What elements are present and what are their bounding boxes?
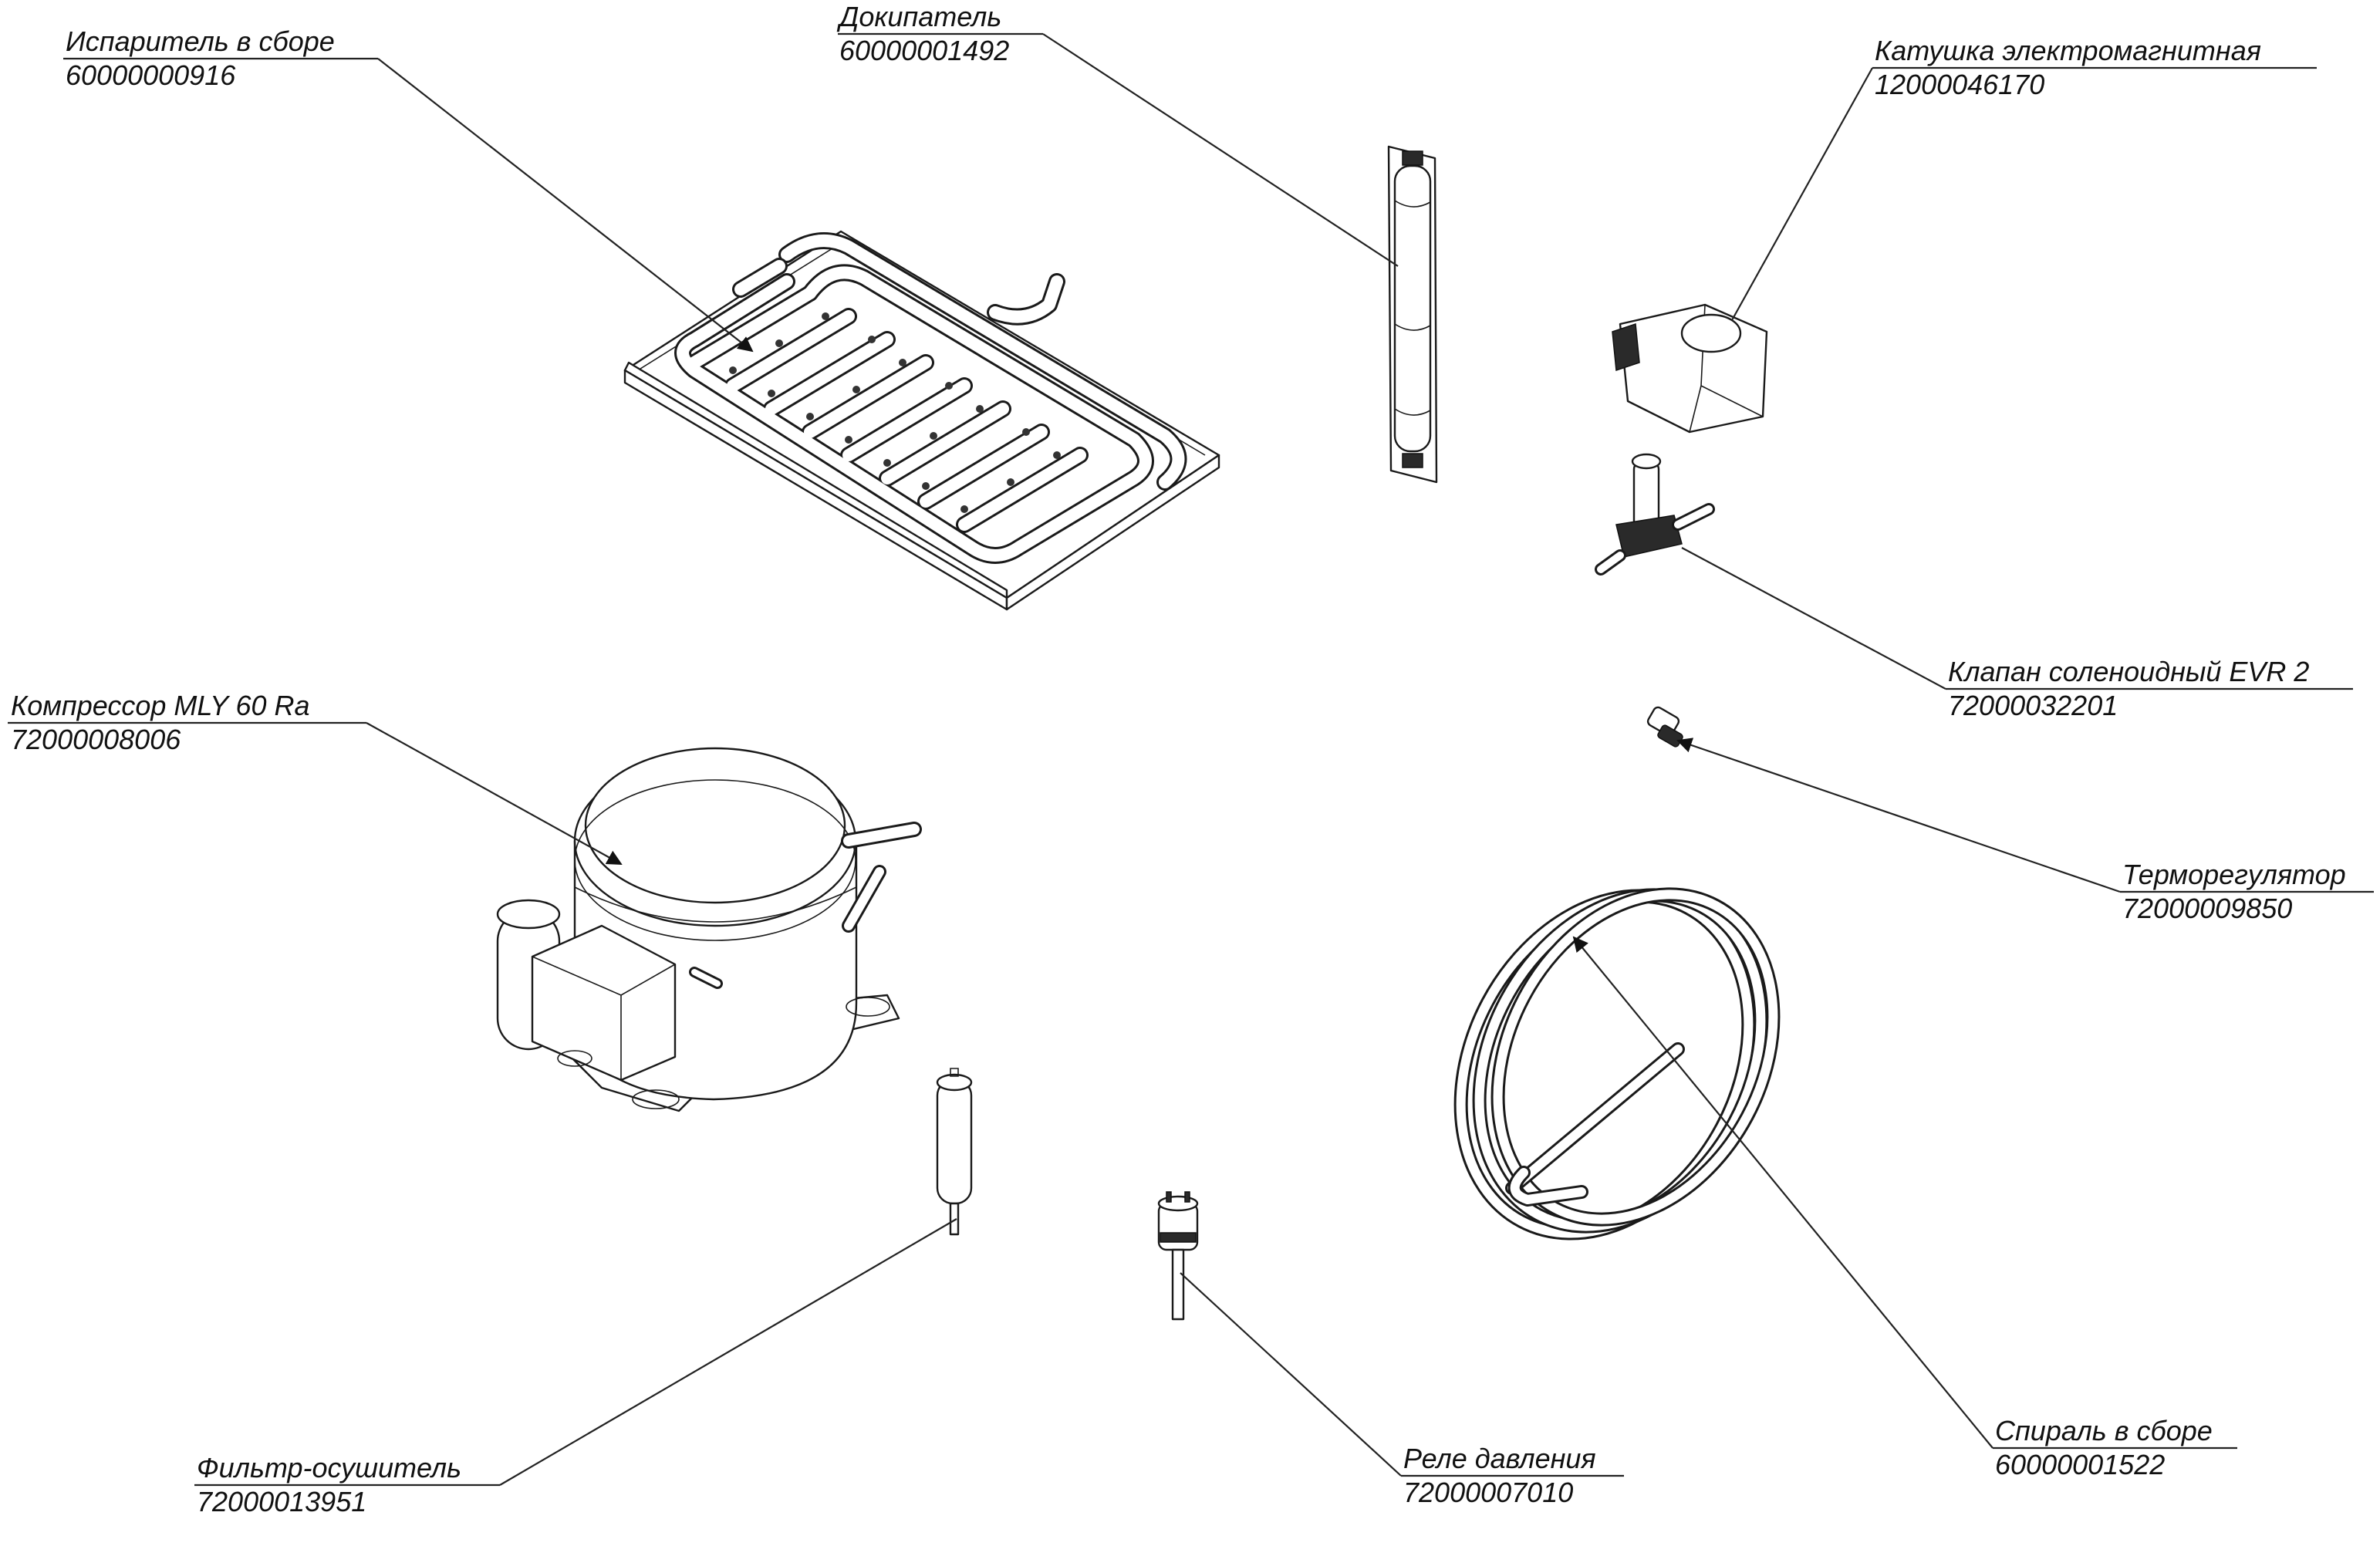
label-filter-dryer: Фильтр-осушитель 72000013951	[197, 1452, 461, 1517]
reboiler-drawing	[1387, 145, 1438, 484]
solenoid-valve-drawing	[1595, 453, 1715, 576]
label-filter-dryer-code: 72000013951	[197, 1486, 366, 1517]
label-evaporator-code: 60000000916	[66, 59, 236, 91]
label-pressure-relay: Реле давления 72000007010	[1403, 1443, 1596, 1508]
label-thermostat-code: 72000009850	[2122, 893, 2292, 924]
label-coil-name: Катушка электромагнитная	[1875, 35, 2261, 66]
label-solenoid-valve-name: Клапан соленоидный EVR 2	[1948, 656, 2309, 687]
label-evaporator-name: Испаритель в сборе	[66, 25, 335, 57]
label-coil: Катушка электромагнитная 12000046170	[1875, 35, 2261, 100]
compressor-drawing	[496, 747, 922, 1112]
label-filter-dryer-name: Фильтр-осушитель	[197, 1452, 461, 1484]
label-thermostat-name: Терморегулятор	[2122, 859, 2346, 890]
label-solenoid-valve-code: 72000032201	[1948, 690, 2118, 721]
label-coil-code: 12000046170	[1875, 69, 2044, 100]
label-compressor: Компрессор MLY 60 Ra 72000008006	[11, 690, 310, 755]
label-reboiler-name: Докипатель	[836, 1, 1001, 32]
coil-drawing	[1612, 303, 1768, 434]
pressure-relay-drawing	[1157, 1191, 1199, 1321]
label-pressure-relay-name: Реле давления	[1403, 1443, 1596, 1474]
label-spiral: Спираль в сборе 60000001522	[1995, 1415, 2213, 1480]
label-compressor-name: Компрессор MLY 60 Ra	[11, 690, 310, 721]
label-reboiler-code: 60000001492	[839, 35, 1009, 66]
filter-dryer-drawing	[936, 1068, 973, 1236]
leader-lines	[8, 32, 2374, 1487]
spiral-drawing	[1453, 887, 1781, 1241]
label-evaporator: Испаритель в сборе 60000000916	[66, 25, 335, 91]
evaporator-drawing	[623, 230, 1220, 611]
label-pressure-relay-code: 72000007010	[1403, 1477, 1573, 1508]
label-spiral-name: Спираль в сборе	[1995, 1415, 2213, 1446]
label-reboiler: Докипатель 60000001492	[836, 1, 1009, 66]
label-compressor-code: 72000008006	[11, 724, 181, 755]
label-solenoid-valve: Клапан соленоидный EVR 2 72000032201	[1948, 656, 2309, 721]
label-thermostat: Терморегулятор 72000009850	[2122, 859, 2346, 924]
label-spiral-code: 60000001522	[1995, 1449, 2165, 1480]
